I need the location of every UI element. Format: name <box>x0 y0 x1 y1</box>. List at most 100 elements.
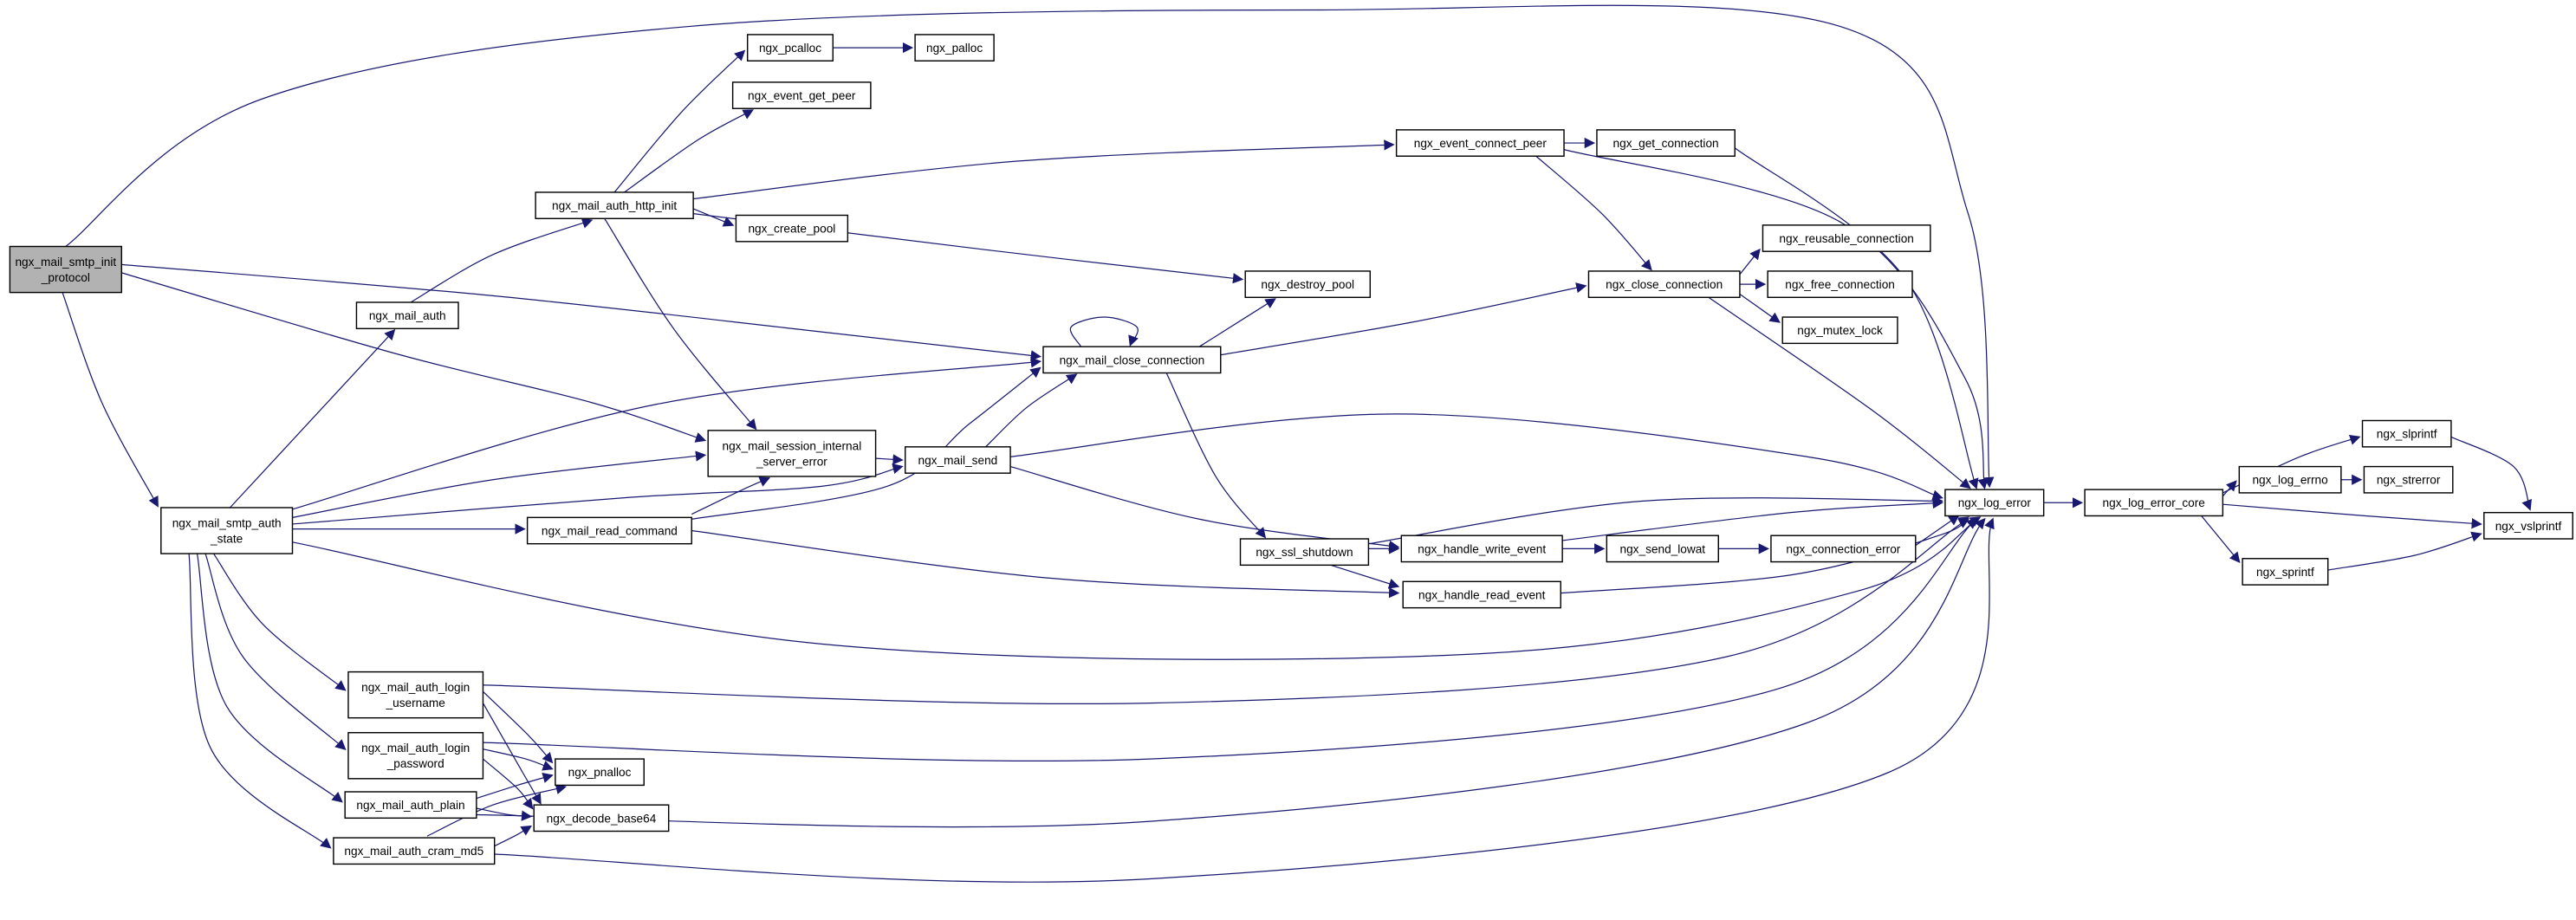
edge-auth_login_password-pnalloc <box>483 748 554 771</box>
node-label: ngx_pnalloc <box>568 766 632 779</box>
node-auth_cram_md5[interactable]: ngx_mail_auth_cram_md5 <box>333 837 496 865</box>
edge-smtp_auth_state-mail_send <box>292 463 904 525</box>
edge-auth_login_username-pnalloc <box>483 690 554 764</box>
node-mail_close_connection[interactable]: ngx_mail_close_connection <box>1042 346 1222 374</box>
edge-smtp_init_protocol-session_internal_server_error <box>121 272 707 443</box>
node-label: ngx_log_error_core <box>2103 496 2205 509</box>
edge-smtp_init_protocol-log_error <box>65 4 1995 489</box>
node-reusable_connection[interactable]: ngx_reusable_connection <box>1762 224 1931 252</box>
node-smtp_auth_state[interactable]: ngx_mail_smtp_auth_state <box>160 507 294 554</box>
node-label: ngx_mail_auth_login_password <box>361 742 470 770</box>
edge-event_connect_peer-log_error <box>1563 149 1989 490</box>
node-label: ngx_slprintf <box>2377 428 2437 441</box>
edge-event_connect_peer-close_connection <box>1535 155 1652 271</box>
node-decode_base64[interactable]: ngx_decode_base64 <box>533 804 670 833</box>
node-label: ngx_mail_smtp_auth_state <box>172 516 282 545</box>
node-label: ngx_strerror <box>2377 474 2441 487</box>
node-read_command[interactable]: ngx_mail_read_command <box>526 516 692 545</box>
edge-auth_http_init-pcalloc <box>613 49 746 193</box>
node-smtp_init_protocol: ngx_mail_smtp_init_protocol <box>9 245 123 294</box>
edge-auth_login_password-log_error <box>483 518 1978 762</box>
node-label: ngx_mail_auth_cram_md5 <box>344 845 483 858</box>
node-label: ngx_handle_write_event <box>1418 542 1546 555</box>
edge-smtp_auth_state-mail_close_connection <box>292 357 1042 510</box>
edge-smtp_init_protocol-smtp_auth_state <box>62 292 159 508</box>
node-free_connection[interactable]: ngx_free_connection <box>1767 270 1913 299</box>
node-label: ngx_event_connect_peer <box>1414 137 1548 150</box>
node-label: ngx_mail_smtp_init_protocol <box>15 256 116 284</box>
node-label: ngx_log_error <box>1958 496 2032 509</box>
node-label: ngx_log_errno <box>2252 474 2328 487</box>
edge-close_connection-reusable_connection <box>1739 248 1761 275</box>
node-handle_write_event[interactable]: ngx_handle_write_event <box>1400 535 1563 563</box>
node-ssl_shutdown[interactable]: ngx_ssl_shutdown <box>1239 538 1370 567</box>
node-auth_http_init[interactable]: ngx_mail_auth_http_init <box>535 191 694 219</box>
edge-ssl_shutdown-log_error <box>1368 496 1943 545</box>
node-label: ngx_get_connection <box>1613 137 1719 150</box>
edge-auth_cram_md5-log_error <box>494 517 1995 883</box>
node-label: ngx_ssl_shutdown <box>1256 546 1353 559</box>
node-log_error_core[interactable]: ngx_log_error_core <box>2084 489 2224 517</box>
edge-close_connection-mutex_lock <box>1739 293 1781 323</box>
node-event_get_peer[interactable]: ngx_event_get_peer <box>731 81 872 109</box>
node-auth_login_username[interactable]: ngx_mail_auth_login_username <box>347 671 484 719</box>
node-label: ngx_event_get_peer <box>748 89 856 102</box>
edge-smtp_auth_state-auth_login_password <box>204 553 347 750</box>
node-label: ngx_mail_auth_plain <box>356 799 464 812</box>
node-label: ngx_mail_auth_http_init <box>552 199 677 212</box>
node-label: ngx_reusable_connection <box>1779 232 1913 245</box>
edge-close_connection-log_error <box>1708 296 1971 489</box>
node-close_connection[interactable]: ngx_close_connection <box>1587 270 1741 299</box>
edge-mail_close_connection-ssl_shutdown <box>1165 373 1267 539</box>
node-vslprintf[interactable]: ngx_vslprintf <box>2483 511 2573 540</box>
node-pnalloc[interactable]: ngx_pnalloc <box>555 758 645 787</box>
node-send_lowat[interactable]: ngx_send_lowat <box>1606 535 1719 563</box>
edge-auth_plain-log_error <box>476 517 1986 828</box>
node-auth_login_password[interactable]: ngx_mail_auth_login_password <box>347 732 484 780</box>
node-auth_plain[interactable]: ngx_mail_auth_plain <box>344 791 477 820</box>
edge-handle_write_event-log_error <box>1562 497 1943 541</box>
node-palloc[interactable]: ngx_palloc <box>914 34 995 62</box>
edge-ssl_shutdown-handle_read_event <box>1330 564 1400 589</box>
node-log_error[interactable]: ngx_log_error <box>1944 489 2045 517</box>
edge-mail_close_connection-mail_close_connection <box>1069 316 1139 347</box>
node-get_connection[interactable]: ngx_get_connection <box>1596 129 1736 157</box>
node-mail_send[interactable]: ngx_mail_send <box>905 446 1011 474</box>
edge-smtp_auth_state-log_error <box>292 516 1982 660</box>
node-slprintf[interactable]: ngx_slprintf <box>2361 419 2452 448</box>
node-strerror[interactable]: ngx_strerror <box>2363 465 2454 494</box>
node-mutex_lock[interactable]: ngx_mutex_lock <box>1781 316 1898 345</box>
node-destroy_pool[interactable]: ngx_destroy_pool <box>1244 270 1372 299</box>
edge-mail_auth-auth_http_init <box>410 217 594 303</box>
node-label: ngx_vslprintf <box>2495 520 2562 533</box>
node-event_connect_peer[interactable]: ngx_event_connect_peer <box>1395 129 1565 157</box>
node-pcalloc[interactable]: ngx_pcalloc <box>746 34 834 62</box>
edge-session_internal_server_error-mail_send <box>875 454 904 465</box>
node-session_internal_server_error[interactable]: ngx_mail_session_internal_server_error <box>707 430 877 477</box>
node-create_pool[interactable]: ngx_create_pool <box>735 214 849 243</box>
edge-smtp_auth_state-session_internal_server_error <box>292 450 707 518</box>
edge-mail_close_connection-close_connection <box>1220 282 1587 356</box>
node-label: ngx_mail_auth_login_username <box>361 681 470 709</box>
node-log_errno[interactable]: ngx_log_errno <box>2238 465 2342 494</box>
node-sprintf[interactable]: ngx_sprintf <box>2242 558 2329 586</box>
node-connection_error[interactable]: ngx_connection_error <box>1770 535 1917 563</box>
edge-read_command-session_internal_server_error <box>691 476 771 515</box>
edge-mail_send-handle_write_event <box>1009 465 1400 552</box>
node-label: ngx_mail_auth <box>369 309 446 322</box>
edge-mail_send-log_error <box>1010 413 1943 501</box>
node-label: ngx_sprintf <box>2256 566 2314 579</box>
node-handle_read_event[interactable]: ngx_handle_read_event <box>1402 580 1561 609</box>
node-mail_auth[interactable]: ngx_mail_auth <box>355 301 459 330</box>
node-label: ngx_destroy_pool <box>1261 278 1354 291</box>
node-label: ngx_mail_send <box>918 454 998 467</box>
edge-smtp_auth_state-mail_auth <box>229 328 396 509</box>
edge-log_error_core-log_errno <box>2222 480 2237 497</box>
edge-auth_http_init-event_get_peer <box>624 109 755 193</box>
edge-sprintf-vslprintf <box>2327 531 2482 571</box>
edge-auth_cram_md5-decode_base64 <box>494 825 532 847</box>
edge-log_error_core-sprintf <box>2201 515 2241 563</box>
node-label: ngx_decode_base64 <box>547 812 657 825</box>
edge-smtp_auth_state-auth_plain <box>196 553 343 803</box>
